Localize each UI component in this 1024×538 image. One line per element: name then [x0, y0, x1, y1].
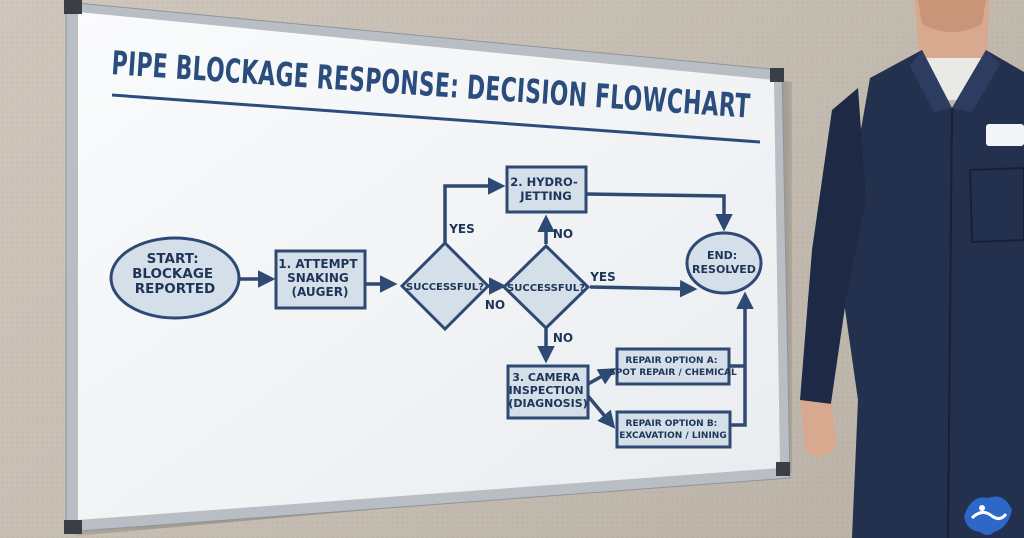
edge-decision2-yes-to-end — [589, 279, 698, 298]
technician-collar-left — [910, 50, 952, 112]
technician-hand — [800, 400, 836, 457]
technician-figure — [800, 0, 1024, 538]
node-decision2: SUCCESSFUL? — [501, 243, 591, 331]
svg-text:START: BLOCKAGE RE: START: BLOCKAGE REPORTED — [132, 251, 218, 297]
node-repair-a: REPAIR OPTION A: SPOT REPAIR / CHEMICAL — [609, 347, 737, 386]
edge-camera-to-repair-b — [586, 394, 616, 429]
node-repair-b: REPAIR OPTION B: EXCAVATION / LINING — [615, 410, 732, 449]
node-snaking-line-3: (AUGER) — [292, 285, 349, 299]
edge-camera-to-repair-a — [587, 368, 617, 386]
node-hydro-line-2: JETTING — [519, 189, 571, 203]
edge-label-d1-yes: YES — [448, 222, 475, 236]
node-start-line-3: REPORTED — [135, 281, 215, 297]
technician-chin — [918, 0, 986, 32]
page-title: PIPE BLOCKAGE RESPONSE: DECISION FLOWCHA… — [110, 43, 751, 125]
node-hydro-line-1: 2. HYDRO- — [510, 175, 578, 189]
node-start-line-1: START: — [147, 251, 199, 267]
node-repair-a-line-1: REPAIR OPTION A: — [625, 356, 717, 366]
technician-name-badge — [986, 124, 1024, 146]
node-camera: 3. CAMERA INSPECTION (DIAGNOSIS) — [506, 364, 590, 420]
svg-text:REPAIR OPTION A: SPOT RE: REPAIR OPTION A: SPOT REPAIR / CHEMICAL — [609, 356, 737, 378]
node-decision2-label: SUCCESSFUL? — [507, 283, 585, 294]
frame-corner-tl — [64, 0, 82, 14]
edge-hydro-to-end — [585, 192, 733, 232]
node-end-line-1: END: — [707, 249, 737, 262]
edge-label-d2-no-down: NO — [553, 331, 573, 345]
node-repair-b-line-1: REPAIR OPTION B: — [626, 419, 718, 429]
frame-corner-tr — [770, 68, 784, 82]
edge-label-d2-no-up: NO — [553, 227, 573, 241]
svg-text:3. CAMERA INSPECTION: 3. CAMERA INSPECTION (DIAGNOSIS) — [508, 371, 587, 410]
technician-coverall — [838, 50, 1024, 538]
watermark-logo — [964, 496, 1012, 535]
node-end: END: RESOLVED — [685, 231, 763, 295]
node-snaking-line-1: 1. ATTEMPT — [278, 257, 358, 271]
technician-zipper — [947, 107, 953, 538]
svg-text:REPAIR OPTION B: EXCAVAT: REPAIR OPTION B: EXCAVATION / LINING — [619, 419, 726, 441]
edge-label-d1-no: NO — [485, 298, 505, 312]
technician-pocket — [968, 166, 1024, 244]
node-start: START: BLOCKAGE REPORTED — [109, 236, 241, 320]
edge-decision1-yes-to-hydro — [443, 177, 506, 243]
node-camera-line-1: 3. CAMERA — [512, 371, 580, 384]
node-camera-line-2: INSPECTION — [509, 384, 584, 397]
edges — [238, 177, 754, 429]
frame-corner-bl — [64, 520, 82, 534]
title-underline — [111, 93, 761, 144]
edge-label-d2-yes: YES — [589, 270, 616, 284]
technician-left-arm — [800, 88, 866, 410]
frame-corner-br — [776, 462, 790, 476]
node-snaking: 1. ATTEMPT SNAKING (AUGER) — [274, 249, 367, 310]
node-start-line-2: BLOCKAGE — [132, 266, 213, 282]
node-decision1: SUCCESSFUL? — [399, 240, 491, 332]
node-decision1-label: SUCCESSFUL? — [406, 282, 484, 293]
node-end-line-2: RESOLVED — [692, 263, 756, 276]
node-repair-a-line-2: SPOT REPAIR / CHEMICAL — [609, 368, 737, 378]
technician-collar-right — [952, 50, 1000, 112]
node-hydro: 2. HYDRO- JETTING — [505, 165, 588, 214]
node-camera-line-3: (DIAGNOSIS) — [508, 397, 587, 410]
svg-text:1. ATTEMPT SNAKING: 1. ATTEMPT SNAKING (AUGER) — [278, 257, 361, 299]
edge-repair-b-to-end — [730, 291, 754, 427]
node-repair-b-line-2: EXCAVATION / LINING — [619, 431, 726, 441]
svg-text:END: RESOLVED: END: RESOLVED — [692, 249, 756, 276]
node-snaking-line-2: SNAKING — [287, 271, 349, 285]
svg-text:2. HYDRO- JETTING: 2. HYDRO- JETTING — [510, 175, 582, 203]
